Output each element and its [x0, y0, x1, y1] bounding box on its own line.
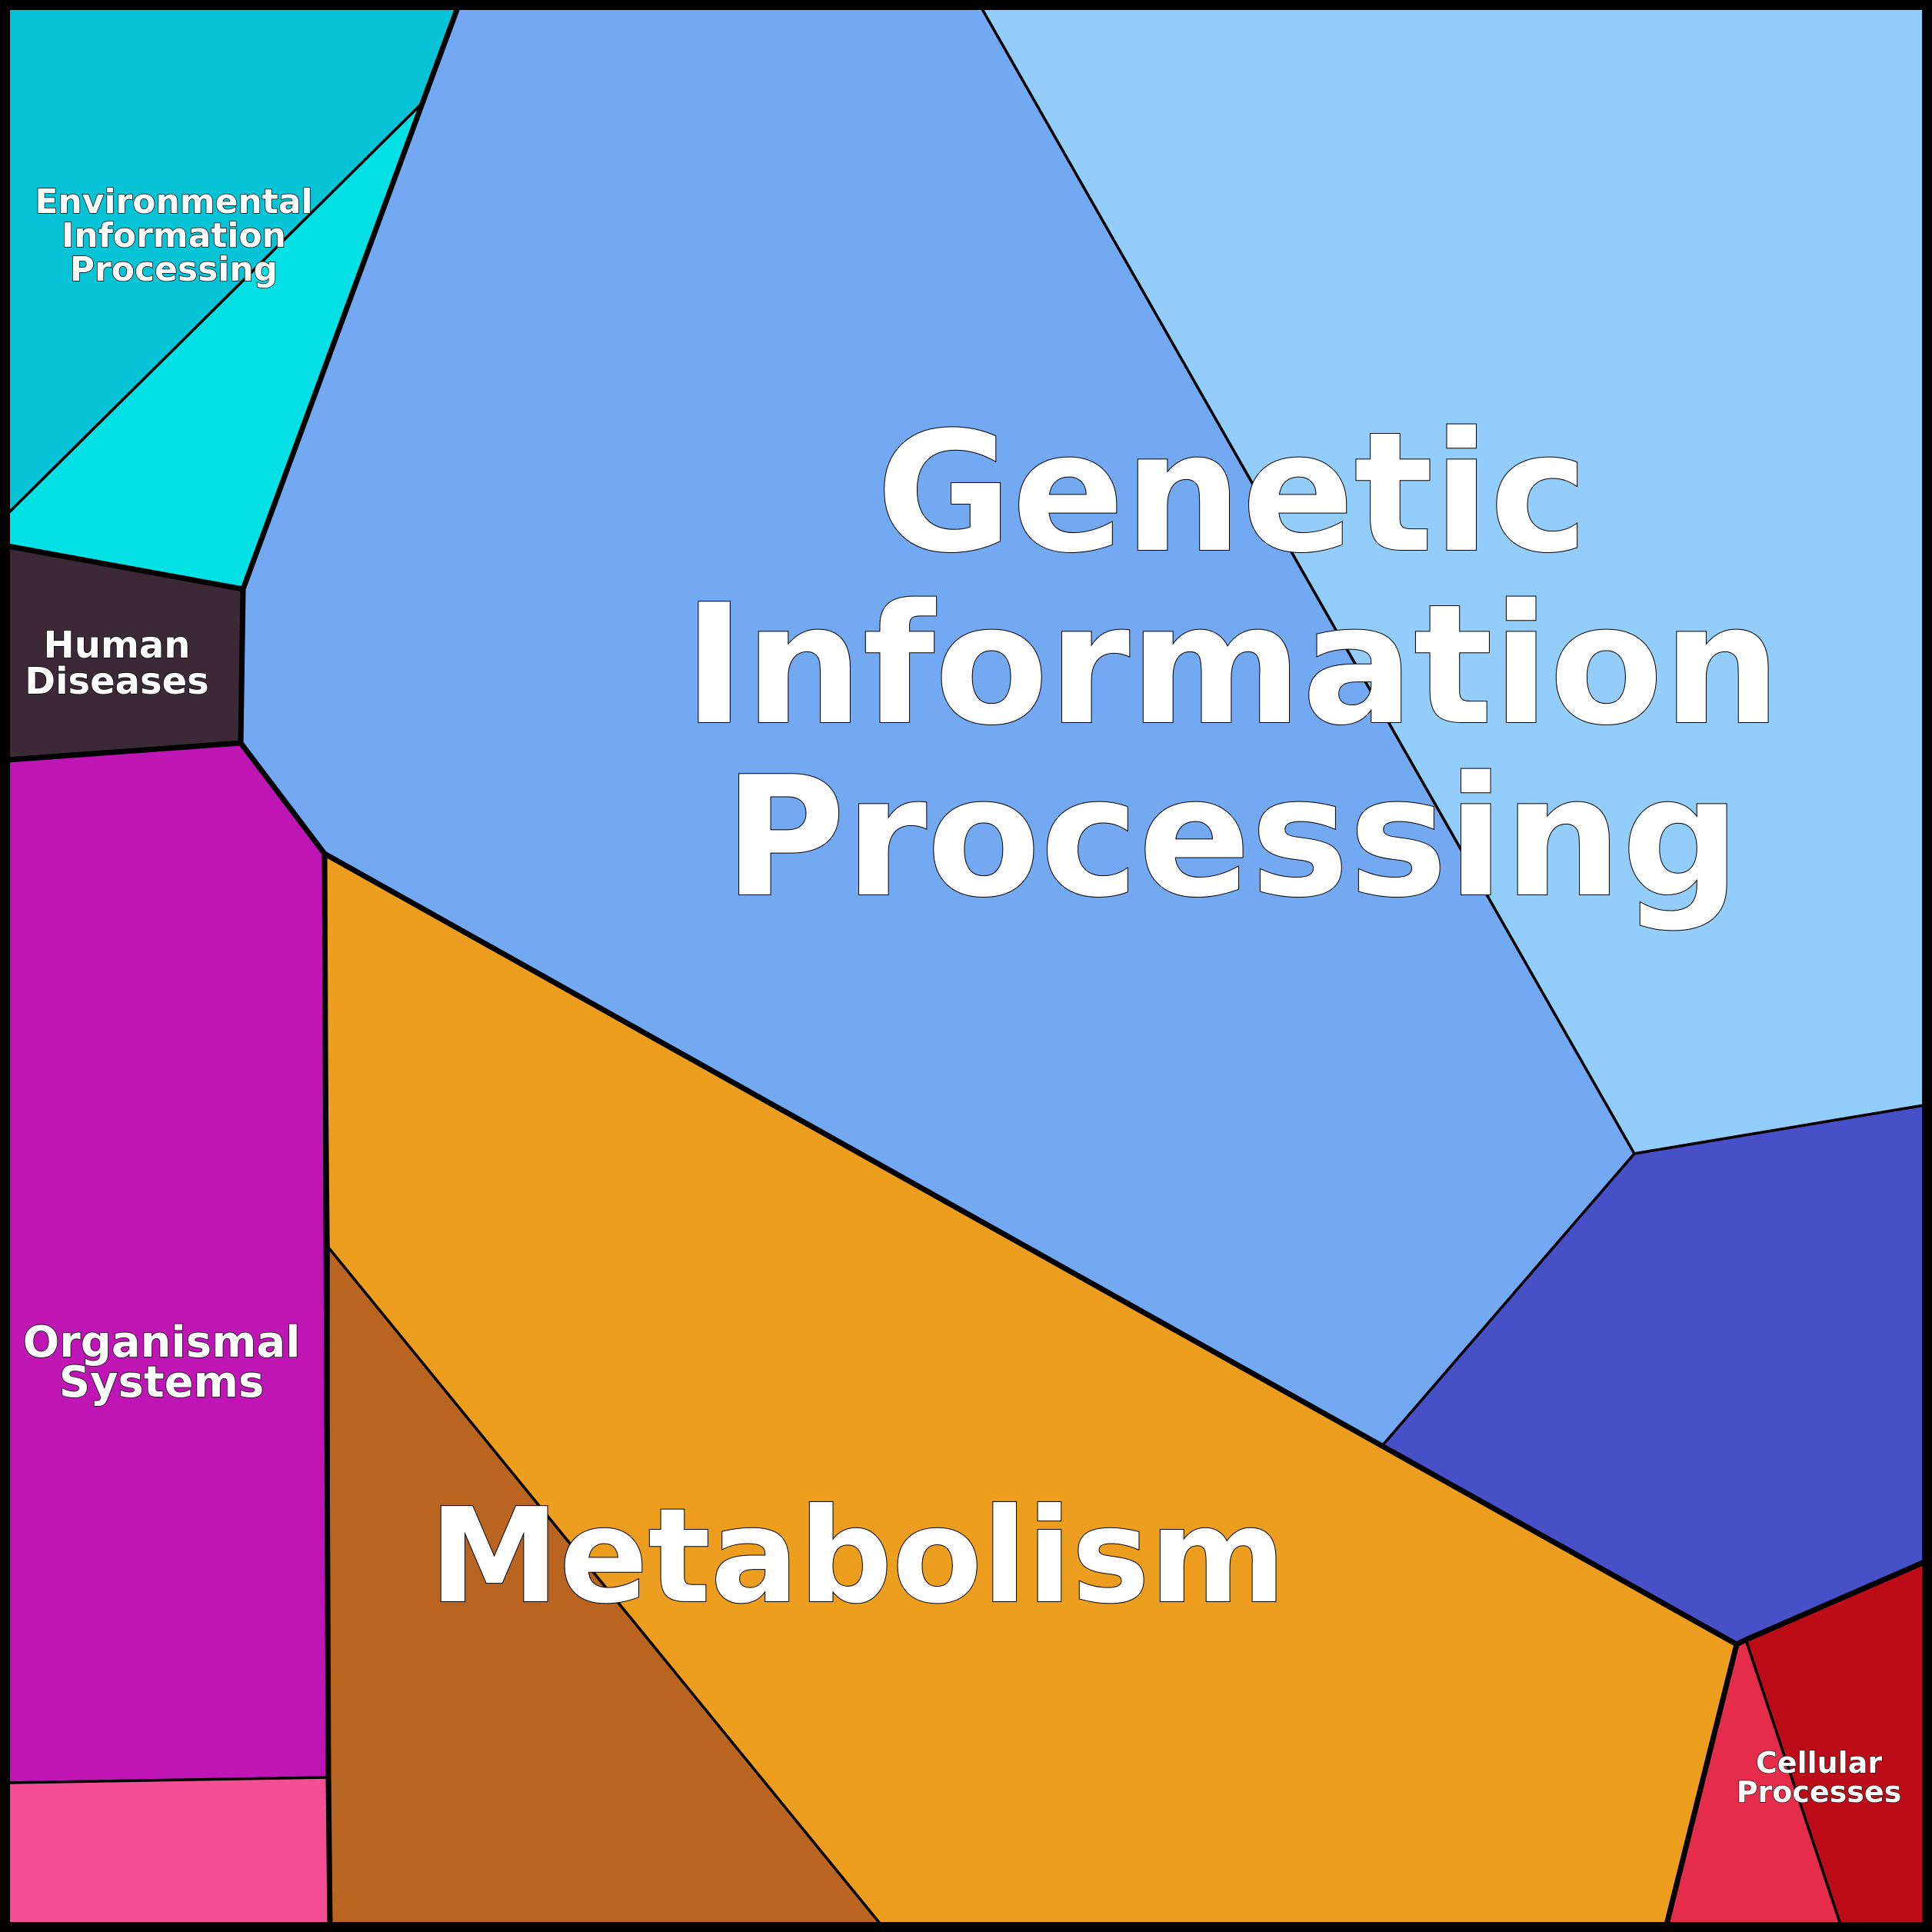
label-line: Cellular	[1756, 1746, 1882, 1780]
group-borders-layer	[5, 5, 1927, 1927]
border-genetic-environmental	[240, 5, 461, 592]
label-line: Diseases	[25, 660, 209, 703]
cell-organismal-systems-a	[6, 741, 330, 1784]
label-line: Systems	[59, 1357, 265, 1407]
label-line: Processing	[724, 741, 1740, 934]
label-line: Metabolism	[429, 1481, 1286, 1633]
label-line: Processing	[70, 250, 278, 289]
label-line: Genetic	[876, 396, 1587, 589]
label-metabolism: Metabolism	[429, 1481, 1286, 1633]
label-line: Organismal	[23, 1317, 301, 1367]
cell-organismal-systems-b	[6, 1776, 331, 1926]
cells-layer	[6, 6, 1926, 1926]
label-line: Environmental	[35, 182, 312, 222]
label-line: Human	[44, 624, 191, 667]
label-line: Processes	[1737, 1775, 1902, 1809]
label-line: Information	[684, 568, 1781, 761]
border-organismal-metabolism	[321, 851, 333, 1927]
label-line: Information	[62, 216, 286, 255]
border-human-diseases	[5, 543, 246, 763]
border-genetic-metabolism	[238, 740, 1740, 1647]
border-cellular-processes	[1664, 1559, 1927, 1927]
